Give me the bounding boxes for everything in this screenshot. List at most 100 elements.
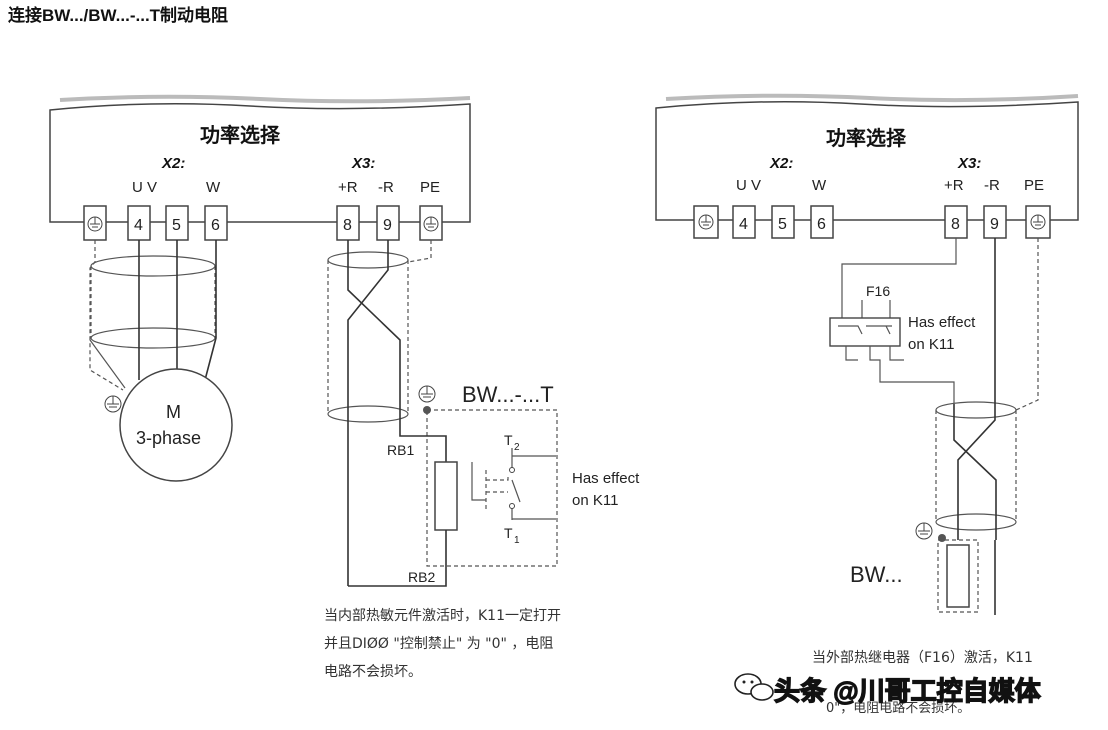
right-terminal-9-label: 9 — [990, 216, 999, 233]
ground-icon — [418, 385, 436, 403]
left-resistor-cable-shield-bottom — [327, 405, 409, 423]
left-terminal-4-label: 4 — [134, 217, 143, 234]
left-caption-line3: 电路不会损坏。 — [324, 664, 422, 680]
left-resistor-wire-b — [347, 240, 389, 586]
ground-icon — [87, 216, 103, 232]
right-f16-output-wires — [845, 346, 955, 404]
left-thermal-contact — [511, 448, 521, 520]
right-cable-shield-top — [935, 401, 1017, 419]
right-cable-wire-a — [953, 404, 997, 540]
left-terminal-8-label: 8 — [343, 217, 352, 234]
left-motor-cable-shield-top — [90, 255, 216, 277]
right-f16-leads — [861, 300, 891, 318]
left-thermal-switch-actuator — [486, 474, 509, 493]
right-braking-resistor — [946, 544, 970, 608]
diagram-title: 连接BW.../BW...-...T制动电阻 — [8, 5, 228, 25]
left-contact-leads — [512, 455, 556, 520]
left-motor — [119, 368, 233, 482]
right-power-section-box — [655, 101, 1079, 221]
left-pe-dash-wire — [407, 240, 432, 263]
right-box-shadow — [665, 93, 1079, 103]
left-resistor-cable-shield-top — [327, 251, 409, 269]
right-has-effect-line1: Has effect — [908, 314, 976, 331]
ground-icon — [104, 395, 122, 413]
left-terminal-9-label: 9 — [383, 217, 392, 234]
left-motor-pe-link — [89, 339, 126, 389]
left-rb1-wire — [399, 414, 447, 462]
right-x3-label: X3: — [957, 155, 981, 172]
right-cable-wire-b — [957, 238, 996, 540]
right-has-effect-line2: on K11 — [908, 336, 954, 353]
right-minus-r-label: -R — [984, 177, 1000, 194]
right-w-label: W — [812, 177, 827, 194]
left-t1-label: T — [504, 525, 513, 541]
left-terminal-6-label: 6 — [211, 217, 220, 234]
left-motor-cable-shield-bottom — [90, 327, 216, 349]
left-t2-subscript: 2 — [514, 442, 520, 453]
left-x3-label: X3: — [351, 155, 375, 172]
left-braking-resistor — [434, 461, 458, 531]
right-power-header: 功率选择 — [826, 126, 907, 150]
left-bw-label: BW...-...T — [462, 382, 554, 407]
left-motor-wires — [138, 240, 217, 381]
right-caption-line1: 当外部热继电器（F16）激活，K11 — [812, 649, 1033, 666]
right-f16-label: F16 — [866, 283, 890, 299]
left-caption-line2: 并且DIØØ "控制禁止" 为 "0" ，电阻 — [324, 636, 553, 652]
right-x2-label: X2: — [769, 155, 793, 172]
left-minus-r-label: -R — [378, 179, 394, 196]
left-rb1-label: RB1 — [387, 442, 414, 458]
left-has-effect-line1: Has effect — [572, 470, 640, 487]
left-t2-label: T — [504, 432, 513, 448]
left-motor-cable-shield-sides — [90, 266, 216, 338]
right-terminal-4-label: 4 — [739, 216, 748, 233]
right-uv-label: U V — [736, 177, 761, 194]
left-plus-r-label: +R — [338, 179, 358, 196]
left-diagram: 功率选择 X2: X3: U V W +R -R PE 4 5 6 8 9 — [49, 94, 640, 680]
right-terminal-6-label: 6 — [817, 216, 826, 233]
left-motor-phase-label: 3-phase — [136, 428, 201, 448]
right-plus-r-wire — [841, 238, 957, 320]
left-contact-t2-point — [509, 467, 515, 473]
left-rb2-label: RB2 — [408, 569, 435, 585]
left-thermal-switch-bracket — [471, 462, 486, 501]
right-caption-line2: 0"，电阻电路不会损坏。 — [826, 700, 970, 716]
left-rb2-wire — [348, 530, 447, 587]
left-contact-t1-point — [509, 503, 515, 509]
left-has-effect-line2: on K11 — [572, 492, 618, 509]
left-power-header: 功率选择 — [200, 123, 281, 147]
right-terminal-5 — [771, 205, 795, 239]
right-terminal-4 — [732, 205, 756, 239]
right-pe-dash-wire — [1015, 238, 1039, 411]
right-cable-shield-bottom — [935, 513, 1017, 531]
watermark-text: 头条 @川哥工控自媒体 — [774, 676, 1042, 706]
left-motor-m-label: M — [166, 402, 181, 422]
right-f16-contacts — [838, 325, 892, 335]
left-motor-pe-wire — [89, 240, 124, 391]
right-pe-label: PE — [1024, 177, 1044, 194]
wechat-icon — [734, 673, 774, 701]
left-t1-subscript: 1 — [514, 535, 520, 546]
right-terminal-6 — [810, 205, 834, 239]
right-cable-shield-sides — [935, 410, 1017, 522]
left-x2-label: X2: — [161, 155, 185, 172]
right-terminal-5-label: 5 — [778, 216, 787, 233]
ground-icon — [698, 214, 714, 230]
right-terminal-8-label: 8 — [951, 216, 960, 233]
right-plus-r-label: +R — [944, 177, 964, 194]
ground-icon — [915, 522, 933, 540]
left-pe-label: PE — [420, 179, 440, 196]
right-shield-ground-point — [938, 534, 946, 542]
left-resistor-cable-shield-sides — [327, 260, 409, 414]
left-resistor-enclosure — [426, 409, 558, 567]
left-box-shadow — [59, 94, 471, 104]
left-power-section-box — [49, 103, 471, 223]
watermark: 头条 @川哥工控自媒体 — [734, 673, 1042, 707]
left-caption-line1: 当内部热敏元件激活时，K11一定打开 — [324, 607, 561, 624]
right-diagram: 功率选择 X2: X3: U V W +R -R PE 4 5 6 8 9 — [655, 93, 1079, 716]
left-w-label: W — [206, 179, 221, 196]
left-uv-label: U V — [132, 179, 157, 196]
left-terminal-5-label: 5 — [172, 217, 181, 234]
left-resistor-wire-a — [347, 240, 401, 414]
